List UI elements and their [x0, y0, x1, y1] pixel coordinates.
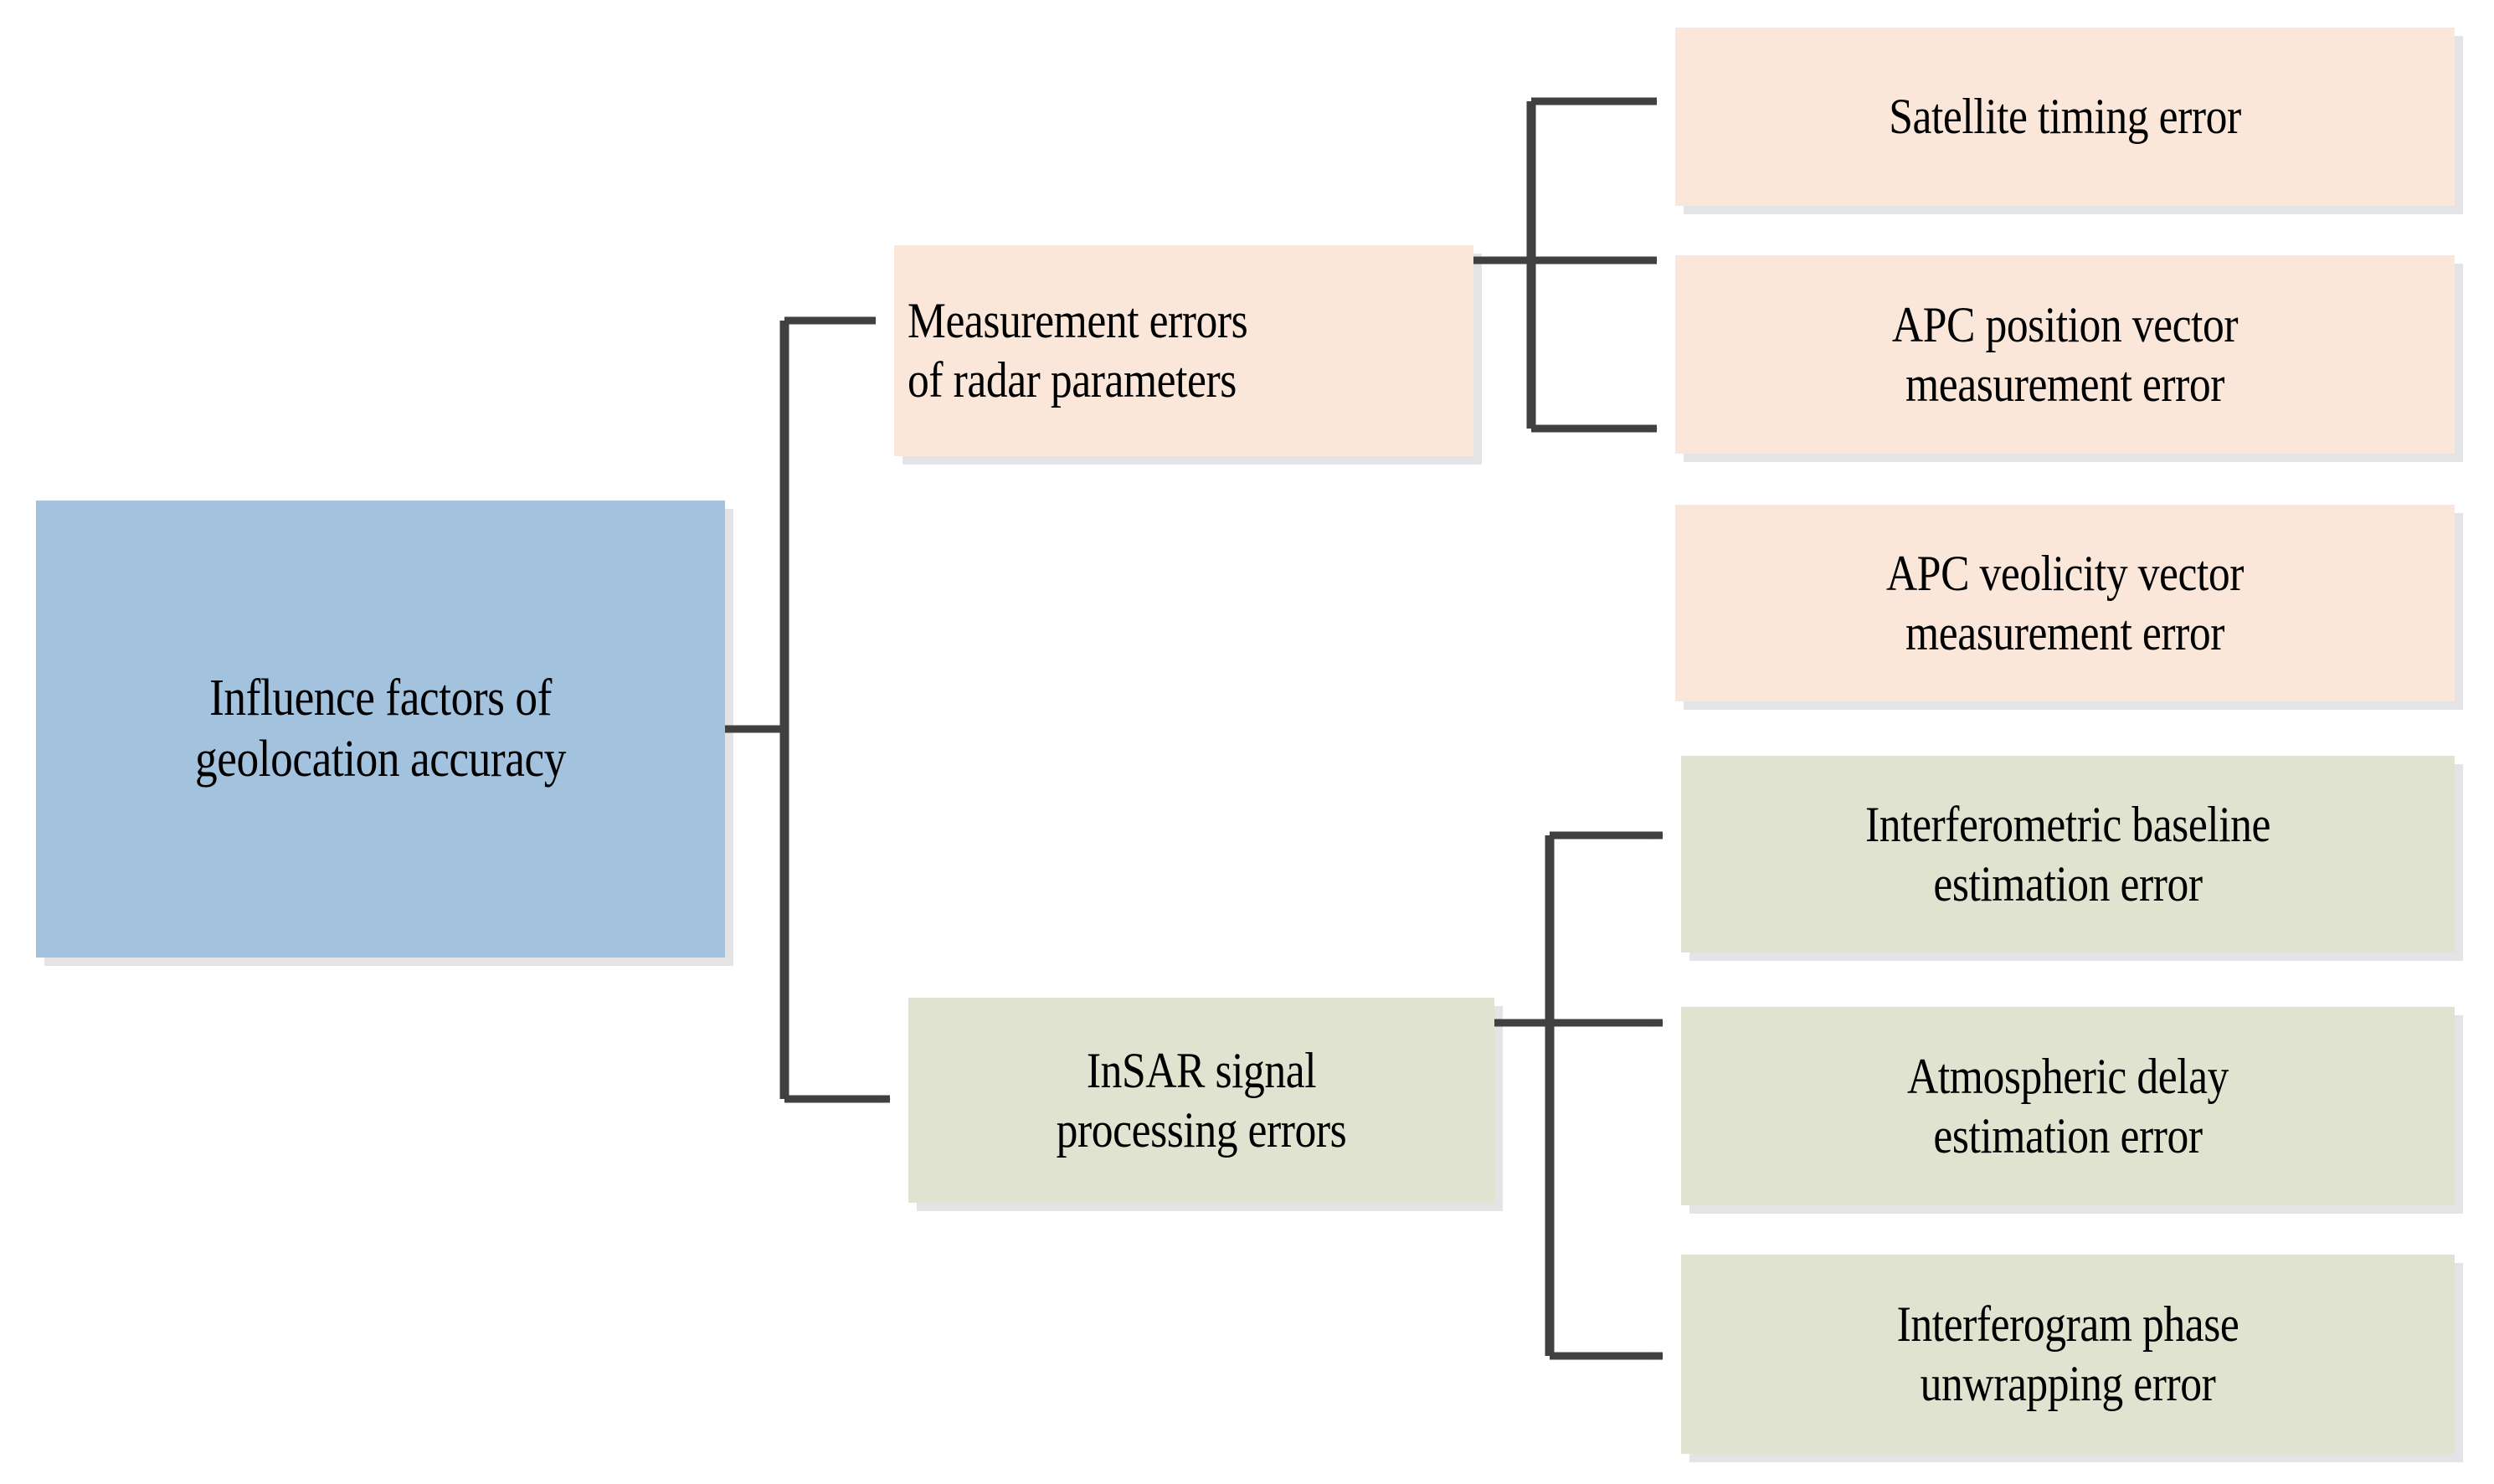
node-apc-velocity-vector-measurement-error-label: APC veolicity vector measurement error: [1885, 545, 2245, 660]
node-root-influence-factors[interactable]: Influence factors of geolocation accurac…: [36, 501, 725, 958]
node-insar-processing-errors-label: InSAR signal processing errors: [1056, 1042, 1347, 1158]
connector-root-split: [725, 321, 789, 1099]
node-measurement-errors[interactable]: Measurement errors of radar parameters: [894, 245, 1473, 456]
node-apc-position-vector-measurement-error[interactable]: APC position vector measurement error: [1675, 255, 2455, 454]
node-atmospheric-delay-estimation-error[interactable]: Atmospheric delay estimation error: [1681, 1007, 2455, 1205]
node-satellite-timing-error[interactable]: Satellite timing error: [1675, 28, 2455, 206]
node-interferometric-baseline-estimation-error-label: Interferometric baseline estimation erro…: [1865, 796, 2270, 911]
node-interferometric-baseline-estimation-error[interactable]: Interferometric baseline estimation erro…: [1681, 756, 2455, 953]
node-insar-processing-errors[interactable]: InSAR signal processing errors: [908, 998, 1494, 1203]
connector-measurement-split: [1473, 101, 1536, 429]
node-measurement-errors-label: Measurement errors of radar parameters: [908, 293, 1248, 408]
node-apc-position-vector-measurement-error-label: APC position vector measurement error: [1891, 296, 2239, 412]
node-satellite-timing-error-label: Satellite timing error: [1889, 89, 2241, 145]
node-atmospheric-delay-estimation-error-label: Atmospheric delay estimation error: [1907, 1048, 2229, 1163]
node-interferogram-phase-unwrapping-error-label: Interferogram phase unwrapping error: [1896, 1297, 2239, 1411]
node-interferogram-phase-unwrapping-error[interactable]: Interferogram phase unwrapping error: [1681, 1255, 2455, 1454]
node-root-label: Influence factors of geolocation accurac…: [195, 669, 566, 788]
node-apc-velocity-vector-measurement-error[interactable]: APC veolicity vector measurement error: [1675, 505, 2455, 701]
